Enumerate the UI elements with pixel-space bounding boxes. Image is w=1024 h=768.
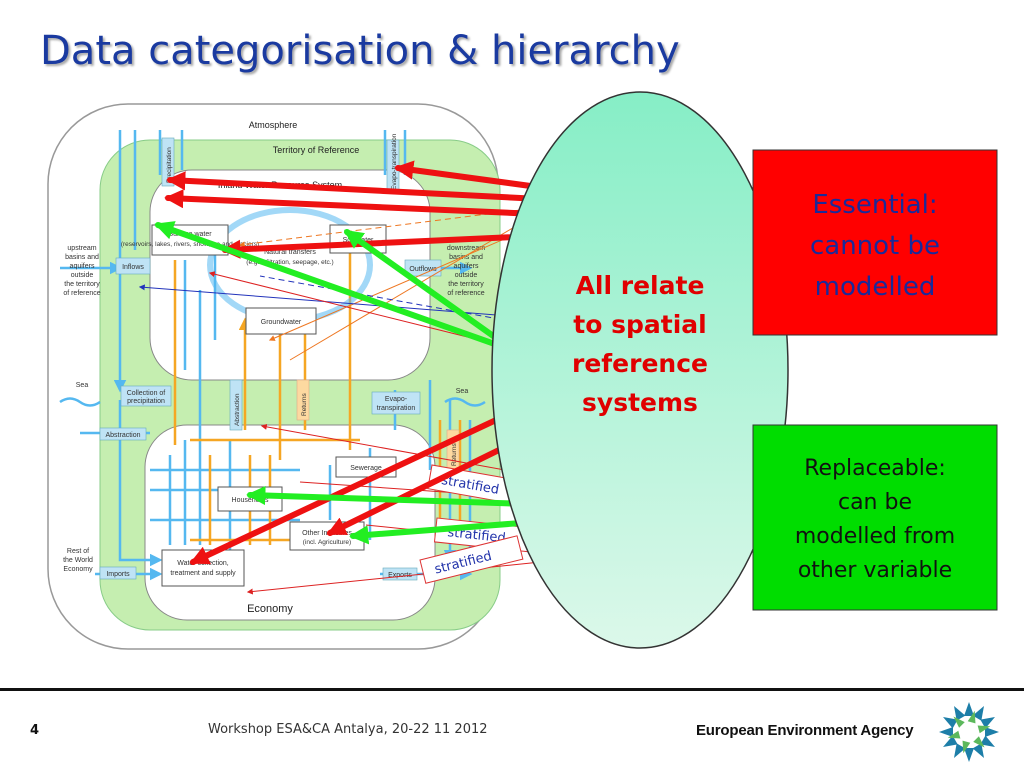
rest-label-3: Economy xyxy=(63,566,93,573)
natural-transfers-detail: (e.g. infiltration, seepage, etc.) xyxy=(246,259,333,266)
green-arrow-surface-water xyxy=(154,221,543,363)
collection-label-1: Collection of xyxy=(127,390,166,397)
essential-line-3: modelled xyxy=(815,272,936,302)
returns-v-tag xyxy=(296,379,310,421)
returns-v-label: Returns xyxy=(301,392,308,416)
agency-name: European Environment Agency xyxy=(696,722,914,739)
evapo-bottom-label-2: transpiration xyxy=(377,405,416,412)
inflows-label: Inflows xyxy=(122,264,144,271)
rest-label-1: Rest of xyxy=(67,548,89,555)
oval-line-2: to spatial xyxy=(573,310,706,339)
svg-text:of reference: of reference xyxy=(447,290,484,297)
red-arrow-surface-water xyxy=(221,232,563,259)
sea-left-label: Sea xyxy=(76,382,89,389)
upstream-label: upstream basins and aquifers outside the… xyxy=(63,245,100,297)
territory-label: Territory of Reference xyxy=(273,145,360,155)
evapotranspiration-top-label: Evapo-transpiration xyxy=(391,133,398,190)
abstraction-h-tag xyxy=(99,427,147,441)
svg-text:of reference: of reference xyxy=(63,290,100,297)
svg-text:basins and: basins and xyxy=(65,254,99,261)
slide-title: Data categorisation & hierarchy xyxy=(40,28,680,74)
svg-text:aquifers: aquifers xyxy=(454,263,479,270)
water-system-diagram: Atmosphere Territory of Reference Inland… xyxy=(47,103,501,650)
water-collection-label-2: treatment and supply xyxy=(170,570,236,577)
surface-water-detail: (reservoirs, lakes, rivers, snow, ice an… xyxy=(121,241,259,248)
rest-label-2: the World xyxy=(63,557,93,564)
slide-diagram: Atmosphere Territory of Reference Inland… xyxy=(47,91,998,650)
collection-tag xyxy=(120,385,172,407)
evapo-bottom-tag xyxy=(371,391,421,415)
evapo-bottom-label-1: Evapo- xyxy=(385,396,408,403)
svg-text:outside: outside xyxy=(71,272,94,279)
essential-box: Essential: cannot be modelled xyxy=(752,149,998,336)
svg-text:outside: outside xyxy=(455,272,478,279)
svg-text:the territory: the territory xyxy=(64,281,100,288)
svg-text:aquifers: aquifers xyxy=(70,263,95,270)
replaceable-line-1: Replaceable: xyxy=(804,456,946,481)
green-arrow-soil-water xyxy=(343,229,523,358)
svg-text:upstream: upstream xyxy=(67,245,96,252)
groundwater-box xyxy=(245,307,317,335)
other-industries-detail: (incl. Agriculture) xyxy=(303,539,351,546)
oval-line-4: systems xyxy=(582,388,698,417)
sea-right-label: Sea xyxy=(456,388,469,395)
essential-line-1: Essential: xyxy=(812,190,937,220)
footer-text: Workshop ESA&CA Antalya, 20-22 11 2012 xyxy=(208,722,488,737)
inflows-tag xyxy=(115,257,151,275)
returns-right-label: Returns xyxy=(451,442,458,466)
exports-label: Exports xyxy=(388,572,412,579)
atmosphere-label: Atmosphere xyxy=(249,120,298,130)
sewerage-label: Sewerage xyxy=(350,465,382,472)
natural-transfers-label: Natural transfers xyxy=(264,249,316,256)
precipitation-label: Precipitation xyxy=(166,147,173,183)
outflows-tag xyxy=(404,259,442,277)
imports-label: Imports xyxy=(106,571,130,578)
replaceable-box: Replaceable: can be modelled from other … xyxy=(752,424,998,611)
green-arrow-households xyxy=(246,485,563,508)
svg-text:basins and: basins and xyxy=(449,254,483,261)
downstream-label: downstream basins and aquifers outside t… xyxy=(447,245,485,297)
eea-logo-icon xyxy=(939,702,999,762)
groundwater-label: Groundwater xyxy=(261,319,302,326)
economy-label: Economy xyxy=(247,603,293,615)
outflows-label: Outflows xyxy=(409,266,437,273)
water-collection-label-1: Water collection, xyxy=(177,560,229,567)
red-arrow-precipitation xyxy=(166,171,563,203)
page-number: 4 xyxy=(30,723,40,738)
oval-line-3: reference xyxy=(572,349,708,378)
svg-text:the territory: the territory xyxy=(448,281,484,288)
imports-tag xyxy=(99,566,137,580)
replaceable-line-2: can be xyxy=(838,490,912,515)
replaceable-line-4: other variable xyxy=(798,558,952,583)
spatial-reference-oval: All relate to spatial reference systems xyxy=(491,91,789,649)
red-arrow-inland xyxy=(164,189,563,218)
collection-label-2: precipitation xyxy=(127,398,165,405)
replaceable-line-3: modelled from xyxy=(795,524,955,549)
abstraction-h-label: Abstraction xyxy=(105,432,140,439)
abstraction-v-tag xyxy=(229,379,243,431)
footer-divider xyxy=(0,688,1024,691)
essential-line-2: cannot be xyxy=(810,231,940,261)
abstraction-v-label: Abstraction xyxy=(234,393,241,426)
oval-line-1: All relate xyxy=(576,271,705,300)
svg-text:downstream: downstream xyxy=(447,245,485,252)
